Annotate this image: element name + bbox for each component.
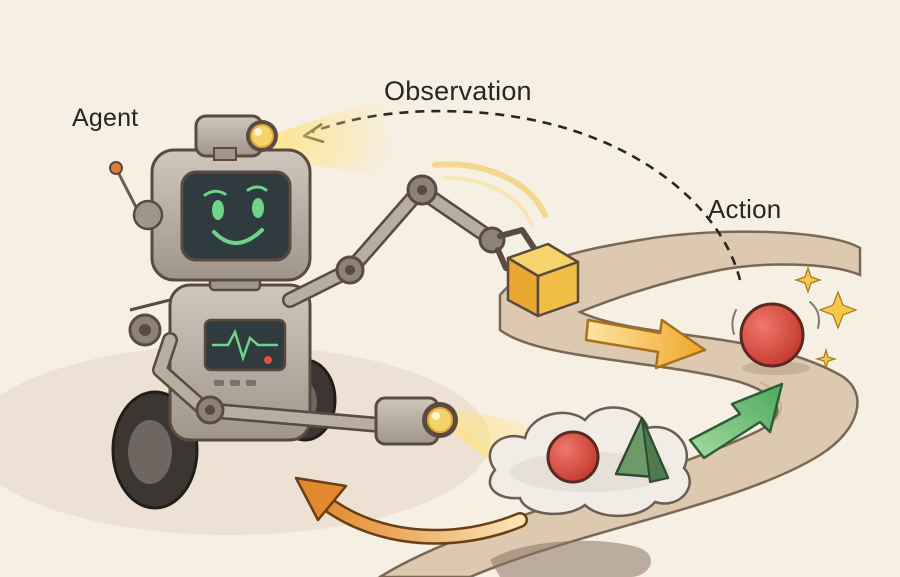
cloud-ball-icon: [546, 430, 600, 484]
sparkle-icon: [794, 266, 858, 371]
ground-shadow: [490, 540, 651, 577]
observation-label: Observation: [384, 76, 532, 106]
hand-camera-icon: [374, 396, 458, 446]
motion-swoosh: [432, 161, 548, 227]
pyramid-icon: [614, 416, 670, 483]
cube-icon: [506, 242, 580, 318]
green-action-arrow-icon: [688, 382, 784, 460]
orange-action-arrow-icon: [584, 318, 707, 370]
head-camera-icon: [194, 114, 278, 161]
lower-arm-camera: [128, 313, 388, 433]
robot-agent-icon: [109, 114, 537, 510]
ball-icon: [731, 301, 820, 375]
agent-label: Agent: [72, 104, 139, 132]
action-label: Action: [708, 194, 782, 224]
feedback-arrow-icon: [294, 476, 528, 545]
robotic-arm-gripper-icon: [282, 174, 537, 308]
